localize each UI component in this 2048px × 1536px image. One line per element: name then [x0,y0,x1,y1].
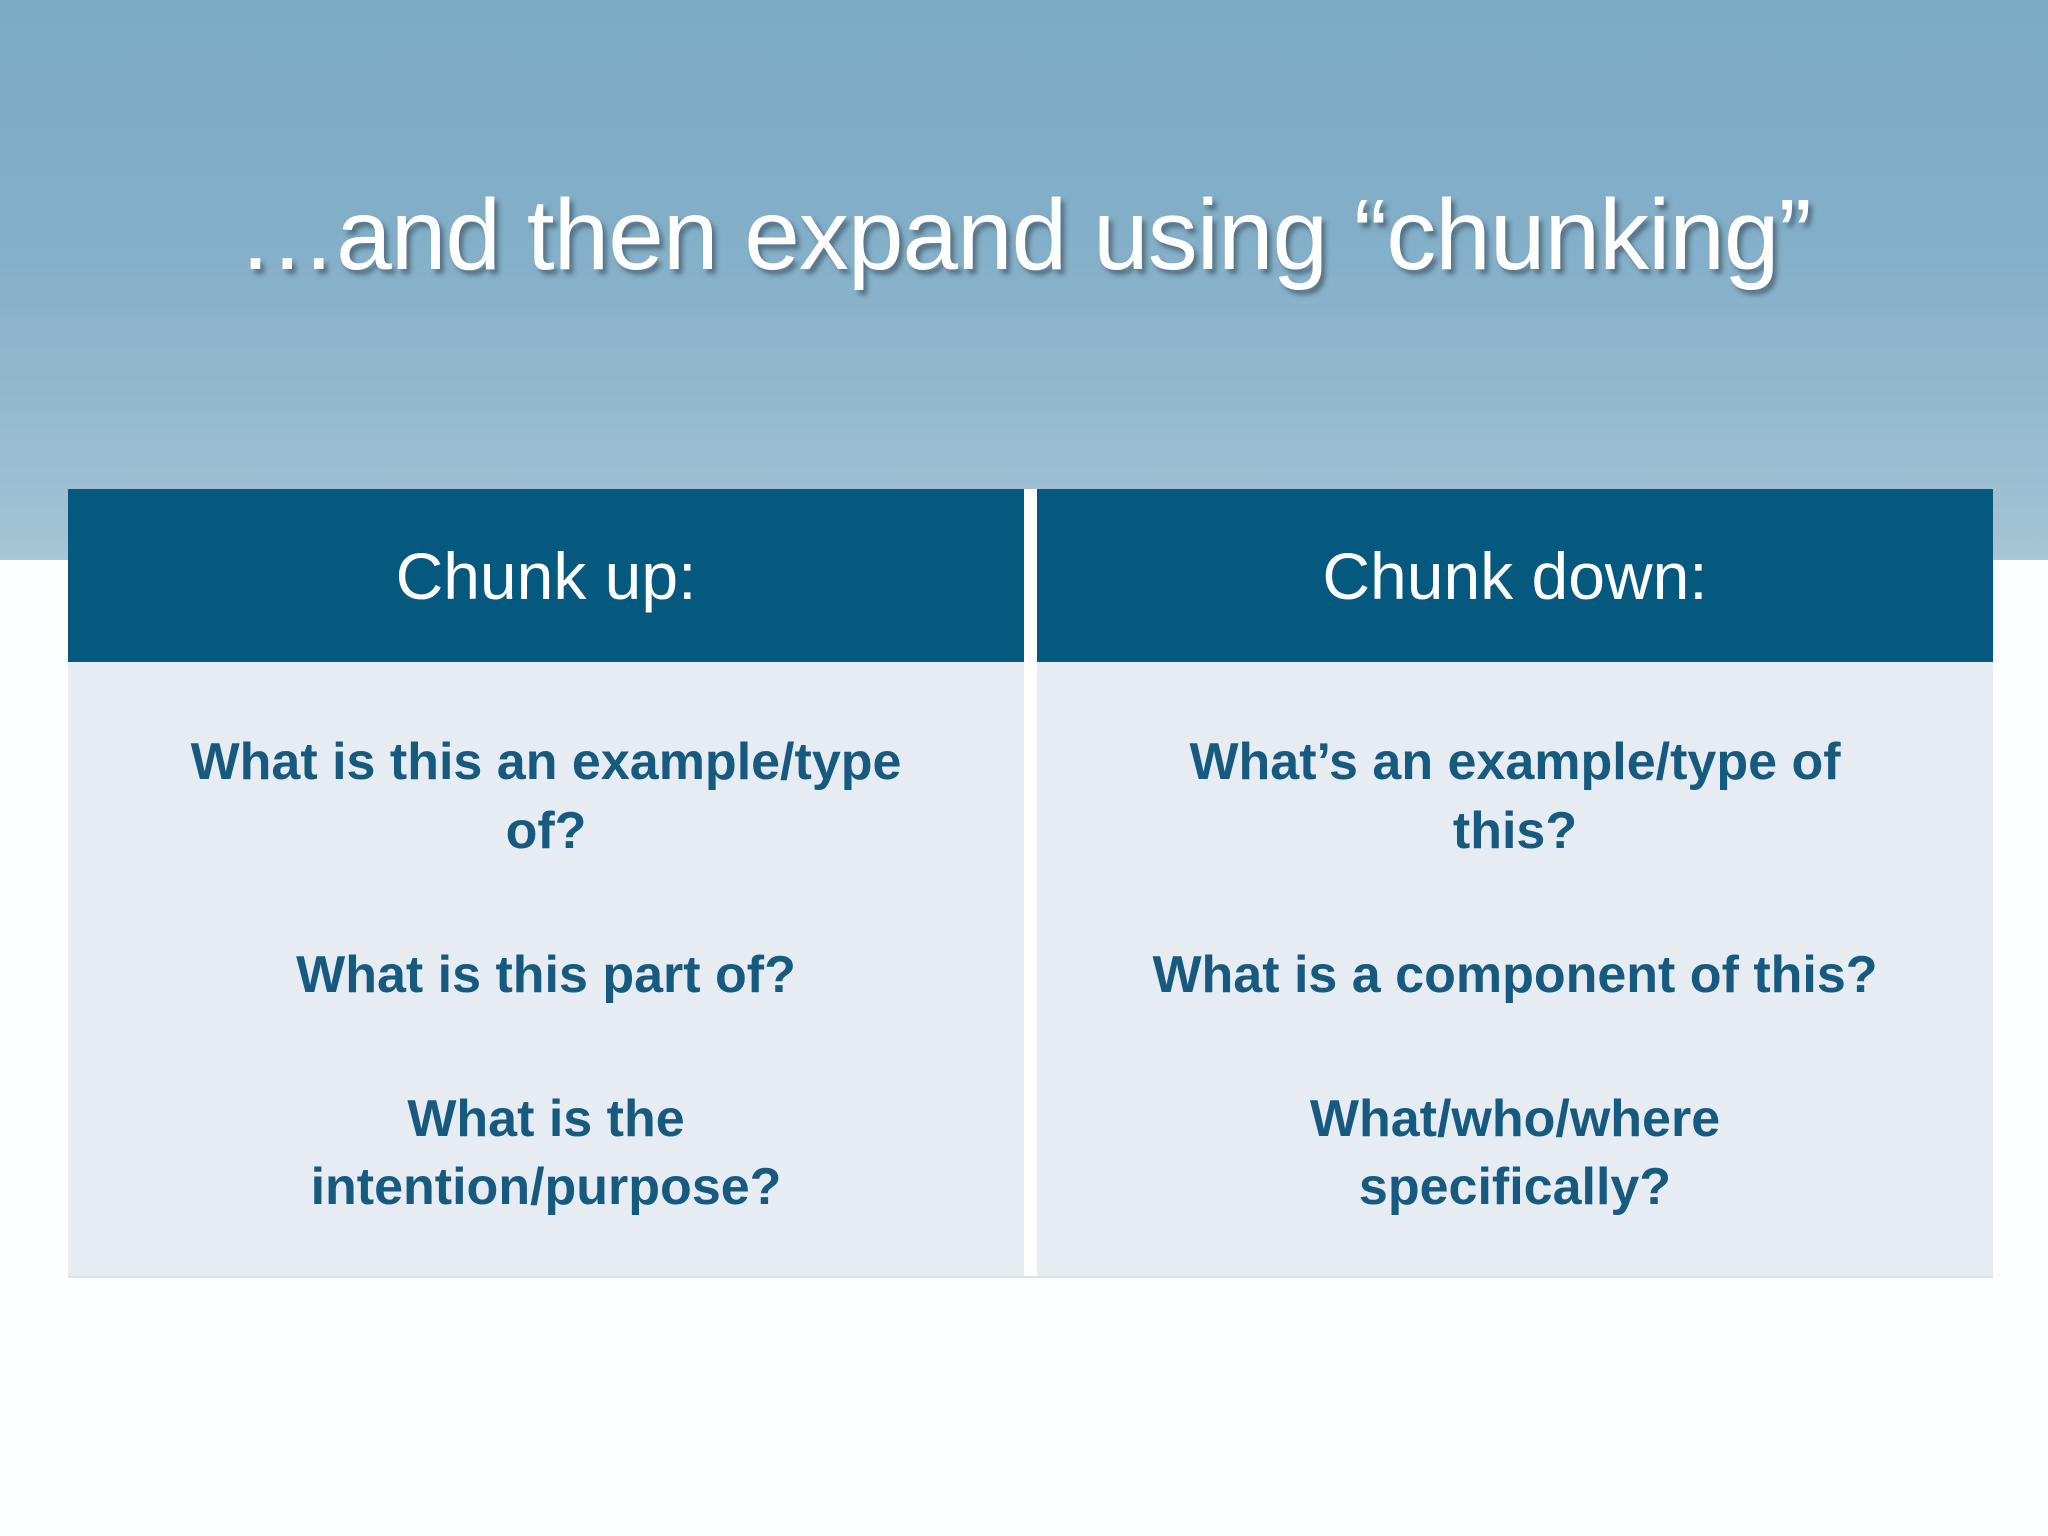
chunk-up-question-2: What is this part of? [296,945,796,1004]
chunk-up-question-3: What is the intention/purpose? [310,1089,782,1217]
chunk-down-header: Chunk down: [1037,489,1993,662]
chunk-down-body: What’s an example/type of this? What is … [1037,662,1993,1276]
chunk-up-body: What is this an example/type of? What is… [68,662,1024,1276]
chunk-down-question-2: What is a component of this? [1152,945,1878,1004]
chunk-down-question-1: What’s an example/type of this? [1189,733,1841,860]
column-divider [1024,489,1037,1276]
chunk-down-question-3: What/who/where specifically? [1309,1089,1721,1217]
chunk-up-header: Chunk up: [68,489,1024,662]
column-chunk-down: Chunk down: What’s an example/type of th… [1037,489,1993,1276]
chunking-table: Chunk up: What is this an example/type o… [68,489,1993,1278]
chunk-up-question-1: What is this an example/type of? [190,733,902,860]
column-chunk-up: Chunk up: What is this an example/type o… [68,489,1024,1276]
header-gradient-band [0,0,2048,560]
slide-title: …and then expand using “chunking” [237,179,1812,291]
